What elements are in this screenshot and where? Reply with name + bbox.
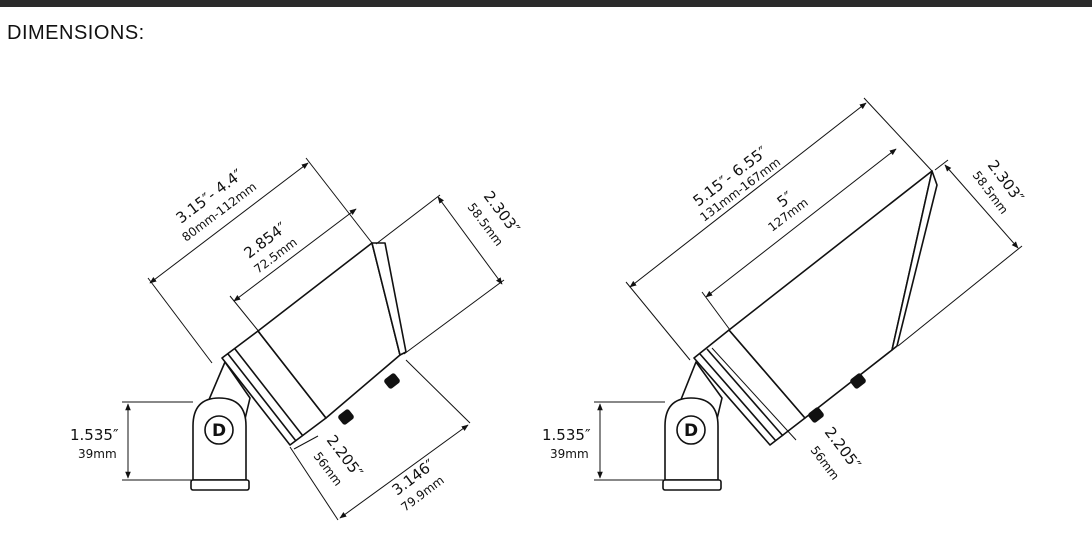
right-logo-circle <box>676 415 706 445</box>
left-dim-lines <box>122 157 505 521</box>
left-knob-2 <box>384 373 400 389</box>
left-fixture: D <box>190 242 407 491</box>
left-logo-letter: D <box>212 421 226 441</box>
right-dim-lines <box>594 97 1023 481</box>
right-logo-letter: D <box>684 421 698 441</box>
left-base-mm: 39mm <box>78 447 117 461</box>
right-knob-1 <box>808 407 824 423</box>
left-base-inch: 1.535″ <box>70 426 119 444</box>
left-knob-1 <box>338 409 354 425</box>
right-base-plate <box>662 479 722 491</box>
left-base-plate <box>190 479 250 491</box>
top-rule <box>0 0 1092 7</box>
right-head <box>891 170 938 351</box>
left-logo-circle <box>204 415 234 445</box>
section-title: DIMENSIONS: <box>7 22 145 44</box>
right-knob-2 <box>850 373 866 389</box>
right-base-mm: 39mm <box>550 447 589 461</box>
right-base-inch: 1.535″ <box>542 426 591 444</box>
